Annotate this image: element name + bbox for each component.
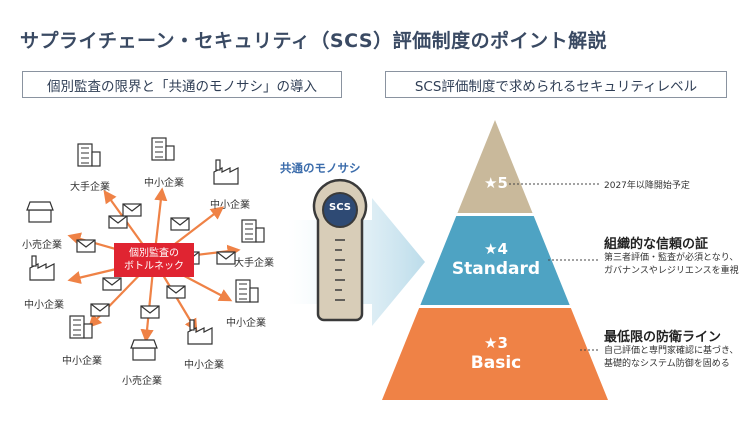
left-section-heading: 個別監査の限界と「共通のモノサシ」の導入 (22, 71, 342, 98)
level4-name: Standard (451, 259, 541, 279)
office-building-icon (69, 315, 93, 339)
company-label: 中小企業 (62, 356, 102, 367)
company-label: 中小企業 (24, 300, 64, 311)
bottleneck-label: 個別監査の ボトルネック (114, 243, 194, 277)
company-label: 小売企業 (22, 240, 62, 251)
level4-desc-line2: ガバナンスやレジリエンスを重視 (604, 266, 739, 276)
office-building-icon (241, 219, 265, 243)
office-building-icon (151, 137, 175, 161)
level4-star: ★4 (484, 240, 508, 258)
bottleneck-label-line2: ボトルネック (124, 261, 184, 272)
company-label: 大手企業 (70, 182, 110, 193)
bottleneck-label-line1: 個別監査の (129, 248, 179, 259)
level3-desc-line2: 基礎的なシステム防御を固める (604, 359, 730, 369)
office-building-icon (77, 143, 101, 167)
company-label: 中小企業 (144, 178, 184, 189)
level3-desc-line1: 自己評価と専門家確認に基づき、 (604, 346, 739, 356)
factory-icon (213, 159, 239, 185)
store-icon (26, 201, 54, 223)
envelope-icon (140, 305, 160, 319)
envelope-icon (170, 217, 190, 231)
factory-icon (29, 255, 55, 281)
envelope-icon (76, 239, 96, 253)
company-label: 中小企業 (226, 318, 266, 329)
store-icon (130, 339, 158, 361)
envelope-icon (122, 203, 142, 217)
envelope-icon (216, 251, 236, 265)
right-section-heading: SCS評価制度で求められるセキュリティレベル (385, 71, 727, 98)
factory-icon (187, 319, 213, 345)
company-label: 中小企業 (210, 200, 250, 211)
level4-desc-line1: 第三者評価・監査が必須となり、 (604, 253, 739, 263)
office-building-icon (235, 279, 259, 303)
level4-desc-title: 組織的な信頼の証 (604, 237, 709, 252)
level5-desc: 2027年以降開始予定 (604, 181, 690, 191)
envelope-icon (90, 303, 110, 317)
pyramid-level-5 (457, 120, 533, 213)
pyramid-level-4 (420, 216, 570, 305)
company-label: 大手企業 (234, 258, 274, 269)
envelope-icon (166, 285, 186, 299)
company-label: 小売企業 (122, 376, 162, 387)
leader-lines (505, 183, 600, 351)
security-level-pyramid (382, 120, 608, 400)
level3-name: Basic (470, 353, 522, 373)
page-title: サプライチェーン・セキュリティ（SCS）評価制度のポイント解説 (20, 30, 608, 52)
company-label: 中小企業 (184, 360, 224, 371)
key-title: 共通のモノサシ (280, 161, 361, 175)
key-scs-label: SCS (329, 202, 351, 213)
company-icons (26, 137, 265, 361)
envelope-icon (108, 215, 128, 229)
level3-desc-title: 最低限の防衛ライン (604, 330, 722, 345)
envelope-icon (102, 277, 122, 291)
level5-star: ★5 (484, 174, 508, 192)
ruler-key-icon (312, 178, 368, 322)
pyramid-level-3 (382, 308, 608, 400)
level3-star: ★3 (484, 334, 508, 352)
